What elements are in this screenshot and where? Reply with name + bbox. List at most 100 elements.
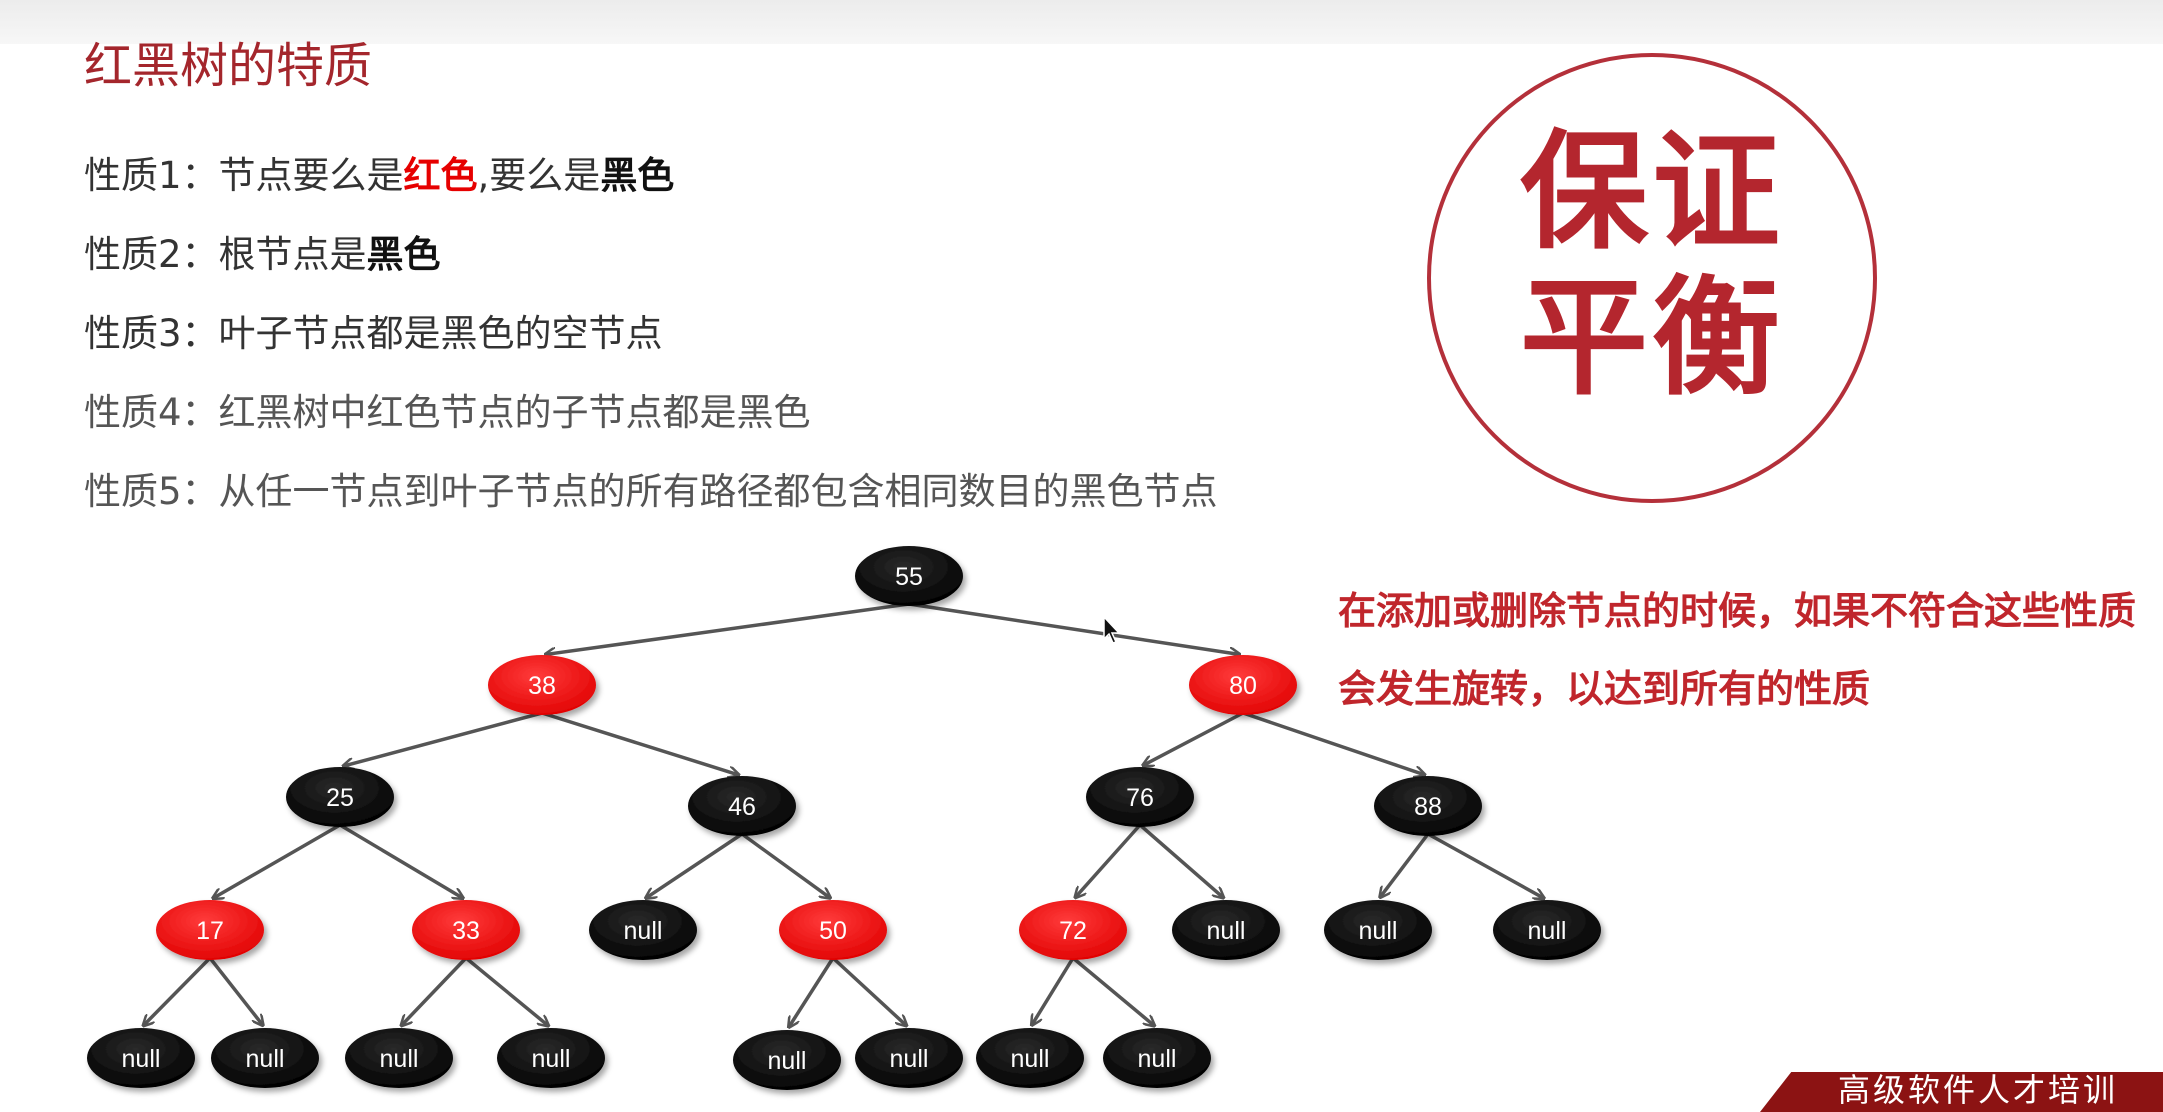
tree-edge — [464, 956, 548, 1025]
tree-node-label: 76 — [1126, 784, 1154, 812]
tree-edge — [740, 832, 830, 898]
tree-edge — [908, 602, 1239, 654]
tree-edge — [1242, 711, 1424, 775]
black-tree-node: null — [1493, 900, 1601, 960]
black-tree-node: 76 — [1086, 767, 1194, 827]
red-tree-node: 17 — [156, 900, 264, 960]
black-tree-node: null — [733, 1030, 841, 1090]
black-tree-node: null — [87, 1028, 195, 1088]
black-tree-node: null — [497, 1028, 605, 1088]
tree-edge — [208, 956, 263, 1025]
tree-node-label: null — [1011, 1045, 1050, 1073]
tree-node-shape — [1324, 900, 1432, 960]
tree-edge — [344, 711, 543, 766]
property-1-middle: ,要么是 — [477, 154, 601, 197]
tree-node-label: 46 — [728, 793, 756, 821]
red-keyword: 红色 — [403, 154, 478, 197]
tree-node-label: 17 — [196, 917, 224, 945]
tree-edge — [402, 956, 468, 1025]
tree-nodes: 55 38 80 25 46 76 88 17 33 null 50 72 null null null nu… — [87, 546, 1601, 1090]
property-2-prefix: 性质2：根节点是 — [84, 233, 367, 276]
tree-node-label: null — [122, 1045, 161, 1073]
black-tree-node: null — [345, 1028, 453, 1088]
tree-edge — [541, 711, 738, 775]
seal-line-2: 平衡 — [1519, 264, 1784, 413]
black-tree-node: 88 — [1374, 776, 1482, 836]
balance-seal: 保证 平衡 — [1427, 53, 1877, 503]
tree-edge — [1032, 957, 1075, 1025]
property-1: 性质1：节点要么是红色,要么是黑色 — [84, 150, 1218, 202]
red-tree-node: 72 — [1019, 900, 1127, 960]
tree-node-label: 38 — [528, 672, 556, 700]
tree-edge — [1138, 823, 1223, 897]
tree-node-label: 72 — [1059, 917, 1087, 945]
tree-node-label: null — [1207, 917, 1246, 945]
seal-line-1: 保证 — [1519, 118, 1784, 267]
tree-edge — [789, 957, 835, 1027]
tree-node-label: null — [380, 1045, 419, 1073]
tree-node-shape — [1172, 900, 1280, 960]
tree-node-shape — [497, 1028, 605, 1088]
tree-node-label: null — [768, 1047, 807, 1075]
tree-edge — [1380, 832, 1430, 897]
property-4: 性质4：红黑树中红色节点的子节点都是黑色 — [84, 391, 811, 434]
tree-node-label: 55 — [895, 563, 923, 591]
black-tree-node: null — [855, 1028, 963, 1088]
tree-node-shape — [1103, 1028, 1211, 1088]
tree-edge — [1071, 956, 1154, 1025]
tree-node-label: 88 — [1414, 793, 1442, 821]
tree-node-shape — [1019, 900, 1127, 960]
rotation-note: 在添加或删除节点的时候，如果不符合这些性质会发生旋转，以达到所有的性质 — [1338, 589, 2137, 711]
tree-node-shape — [412, 900, 520, 960]
tree-edges — [144, 602, 1544, 1027]
black-tree-node: null — [589, 900, 697, 960]
tree-edge — [546, 602, 910, 654]
tree-node-shape — [976, 1028, 1084, 1088]
tree-node-shape — [589, 900, 697, 960]
tree-node-shape — [156, 900, 264, 960]
tree-edge — [1427, 832, 1544, 898]
tree-node-shape — [345, 1028, 453, 1088]
black-tree-node: null — [1172, 900, 1280, 960]
tree-node-shape — [286, 767, 394, 827]
slide-title: 红黑树的特质 — [84, 38, 373, 94]
property-5: 性质5：从任一节点到叶子节点的所有路径都包含相同数目的黑色节点 — [84, 470, 1218, 513]
tree-node-label: 33 — [452, 917, 480, 945]
tree-node-shape — [488, 655, 596, 715]
black-tree-node: 46 — [688, 776, 796, 836]
tree-node-label: null — [624, 917, 663, 945]
tree-node-label: null — [246, 1045, 285, 1073]
black-tree-node: 25 — [286, 767, 394, 827]
tree-edge — [144, 956, 212, 1025]
tree-node-label: null — [1138, 1045, 1177, 1073]
red-tree-node: 38 — [488, 655, 596, 715]
tree-edge — [1076, 823, 1142, 897]
tree-node-shape — [211, 1028, 319, 1088]
black-tree-node: 55 — [855, 546, 963, 606]
tree-node-shape — [1493, 900, 1601, 960]
tree-node-label: 25 — [326, 784, 354, 812]
property-list: 性质1：节点要么是红色,要么是黑色 性质2：根节点是黑色 性质3：叶子节点都是黑… — [84, 150, 1218, 545]
black-tree-node: null — [1103, 1028, 1211, 1088]
tree-node-shape — [779, 900, 887, 960]
tree-edge — [213, 823, 341, 898]
red-tree-node: 80 — [1189, 655, 1297, 715]
tree-node-label: null — [532, 1045, 571, 1073]
red-tree-node: 50 — [779, 900, 887, 960]
footer-text: 高级软件人才培训 — [1838, 1071, 2119, 1109]
tree-node-label: null — [1359, 917, 1398, 945]
tree-edge — [646, 832, 743, 898]
tree-node-shape — [688, 776, 796, 836]
black-keyword: 黑色 — [366, 233, 441, 276]
black-tree-node: null — [211, 1028, 319, 1088]
tree-edge — [1144, 711, 1244, 765]
tree-node-shape — [855, 1028, 963, 1088]
tree-node-shape — [87, 1028, 195, 1088]
black-tree-node: null — [976, 1028, 1084, 1088]
tree-node-shape — [1374, 776, 1482, 836]
tree-node-shape — [1086, 767, 1194, 827]
tree-node-shape — [1189, 655, 1297, 715]
property-1-prefix: 性质1：节点要么是 — [84, 154, 404, 197]
black-keyword: 黑色 — [600, 154, 675, 197]
